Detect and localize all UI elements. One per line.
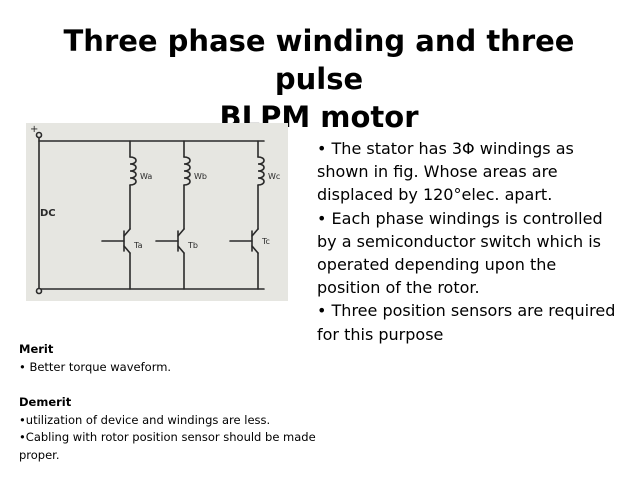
circuit-diagram-figure: + DC Wa Wb Wc Ta Tb Tc	[26, 123, 288, 301]
merit-demerit-notes: Merit • Better torque waveform. Demerit …	[19, 341, 319, 464]
negative-terminal	[35, 287, 43, 295]
switch-c-label: Tc	[261, 237, 270, 246]
demerit-item: •Cabling with rotor position sensor shou…	[19, 430, 316, 462]
demerit-heading: Demerit	[19, 395, 72, 409]
bullet-position-sensors: • Three position sensors are required fo…	[317, 301, 616, 344]
demerit-item: •utilization of device and windings are …	[19, 412, 271, 427]
winding-c-label: Wc	[268, 172, 280, 181]
slide-title-line-1: Three phase winding and three pulse	[63, 24, 575, 96]
figure-paper	[26, 123, 288, 301]
winding-b-coil	[183, 156, 191, 186]
merit-item: • Better torque waveform.	[19, 359, 172, 374]
phase-b-branch	[155, 140, 191, 290]
dc-label: DC	[40, 208, 56, 219]
circuit-diagram: + DC Wa Wb Wc Ta Tb Tc	[26, 123, 288, 301]
winding-a-coil	[129, 156, 137, 186]
notes-spacer	[19, 376, 319, 394]
bullet-stator-windings: • The stator has 3Φ windings as shown in…	[317, 139, 574, 205]
merit-heading: Merit	[19, 342, 54, 356]
winding-c-coil	[257, 156, 265, 186]
slide-title: Three phase winding and three pulse BLPM…	[20, 22, 618, 136]
positive-label: +	[30, 124, 38, 135]
bullet-semiconductor-switch: • Each phase windings is controlled by a…	[317, 208, 603, 298]
phase-a-branch	[101, 140, 137, 290]
winding-b-label: Wb	[194, 172, 207, 181]
positive-terminal	[35, 131, 43, 139]
description-bullets: • The stator has 3Φ windings as shown in…	[317, 137, 617, 346]
phase-c-branch	[229, 140, 265, 290]
switch-a-label: Ta	[133, 241, 143, 250]
switch-b-label: Tb	[187, 241, 198, 250]
winding-a-label: Wa	[140, 172, 152, 181]
